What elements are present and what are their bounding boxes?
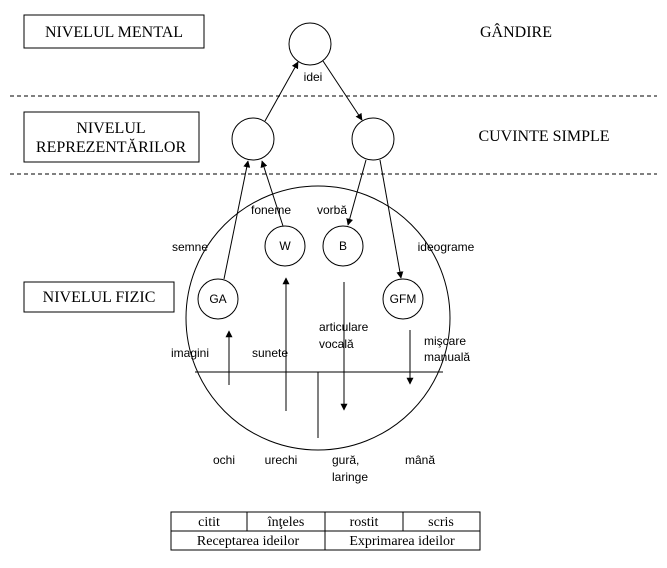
label-mana: mână bbox=[405, 453, 435, 467]
node-repr-left bbox=[231, 117, 275, 161]
label-manuala: manuală bbox=[424, 350, 470, 364]
physical-level-circle bbox=[185, 185, 451, 451]
arrow-repr-left-to-mental bbox=[264, 61, 299, 122]
level-box-mental: NIVELUL MENTAL bbox=[23, 14, 205, 49]
label-laringe: laringe bbox=[332, 470, 368, 484]
label-vorba: vorbă bbox=[317, 203, 347, 217]
label-urechi: urechi bbox=[265, 453, 298, 467]
level-box-representations: NIVELUL REPREZENTĂRILOR bbox=[23, 111, 200, 163]
level-representations-label-line2: REPREZENTĂRILOR bbox=[36, 137, 187, 156]
node-repr-right bbox=[351, 117, 395, 161]
table-cell-rostit: rostit bbox=[350, 515, 379, 530]
label-semne: semne bbox=[172, 240, 208, 254]
level-mental-label: NIVELUL MENTAL bbox=[45, 24, 183, 41]
label-gandire: GÂNDIRE bbox=[480, 22, 552, 41]
label-gura: gură, bbox=[332, 453, 359, 467]
arrow-mental-to-repr-right bbox=[322, 60, 363, 121]
node-w bbox=[264, 225, 306, 267]
arrow-repr-right-to-gfm bbox=[379, 159, 404, 279]
node-mental bbox=[288, 22, 332, 66]
table-cell-receptarea: Receptarea ideilor bbox=[197, 534, 300, 549]
node-gfm-label: GFM bbox=[390, 292, 417, 306]
label-sunete: sunete bbox=[252, 346, 288, 360]
label-ochi: ochi bbox=[213, 453, 235, 467]
label-ideograme: ideograme bbox=[418, 240, 475, 254]
label-cuvinte-simple: CUVINTE SIMPLE bbox=[478, 128, 609, 145]
node-ga-label: GA bbox=[209, 292, 226, 306]
label-vocala: vocală bbox=[319, 337, 354, 351]
arrow-w-to-repr-left bbox=[260, 160, 284, 227]
level-physical-label: NIVELUL FIZIC bbox=[43, 289, 156, 306]
label-imagini: imagini bbox=[171, 346, 209, 360]
table-cell-citit: citit bbox=[198, 515, 220, 530]
summary-table: citit înţeles rostit scris Receptarea id… bbox=[170, 511, 481, 551]
node-ga bbox=[197, 278, 239, 320]
table-cell-inteles: înţeles bbox=[267, 515, 305, 530]
arrow-ga-to-repr-left bbox=[223, 160, 251, 280]
label-idei: idei bbox=[304, 70, 323, 84]
node-b-label: B bbox=[339, 239, 347, 253]
level-representations-label-line1: NIVELUL bbox=[76, 120, 145, 137]
table-cell-exprimarea: Exprimarea ideilor bbox=[349, 534, 455, 549]
label-articulare: articulare bbox=[319, 320, 369, 334]
label-miscare: mişcare bbox=[424, 334, 466, 348]
node-w-label: W bbox=[279, 239, 291, 253]
label-foneme: foneme bbox=[251, 203, 291, 217]
arrow-repr-right-to-b bbox=[346, 159, 367, 226]
node-b bbox=[322, 225, 364, 267]
level-box-physical: NIVELUL FIZIC bbox=[23, 281, 175, 313]
node-gfm bbox=[382, 278, 424, 320]
table-cell-scris: scris bbox=[428, 515, 454, 530]
